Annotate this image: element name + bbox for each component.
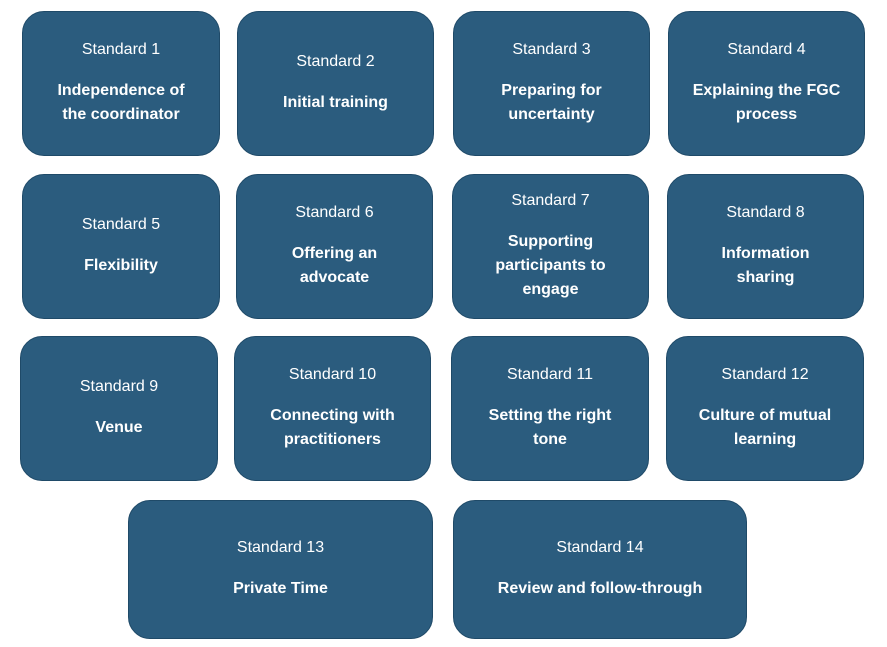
standard-card-13: Standard 13 Private Time xyxy=(128,500,433,639)
standard-title: Offering an advocate xyxy=(291,245,378,286)
standard-number: Standard 10 xyxy=(288,366,377,383)
standard-card-14: Standard 14 Review and follow-through xyxy=(453,500,747,639)
standard-card-2: Standard 2 Initial training xyxy=(237,11,434,156)
standard-title: Private Time xyxy=(233,580,328,597)
standard-card-12: Standard 12 Culture of mutual learning xyxy=(666,336,864,481)
standard-number: Standard 12 xyxy=(721,366,809,383)
standard-title: Connecting with practitioners xyxy=(270,407,395,448)
standard-title: Flexibility xyxy=(84,257,158,274)
standard-card-7: Standard 7 Supporting participants to en… xyxy=(452,174,649,319)
standard-number: Standard 4 xyxy=(727,41,806,58)
standard-title: Supporting participants to engage xyxy=(495,233,606,298)
standard-number: Standard 3 xyxy=(512,41,591,58)
standard-card-1: Standard 1 Independence of the coordinat… xyxy=(22,11,220,156)
standard-title: Explaining the FGC process xyxy=(692,82,841,123)
standard-title: Culture of mutual learning xyxy=(698,407,832,448)
standard-title: Initial training xyxy=(283,94,388,111)
standard-title: Review and follow-through xyxy=(497,580,703,597)
standard-card-5: Standard 5 Flexibility xyxy=(22,174,220,319)
standard-number: Standard 1 xyxy=(81,41,161,58)
standard-number: Standard 13 xyxy=(236,539,325,556)
standard-number: Standard 2 xyxy=(296,53,375,70)
standard-card-3: Standard 3 Preparing for uncertainty xyxy=(453,11,650,156)
standard-card-4: Standard 4 Explaining the FGC process xyxy=(668,11,865,156)
standard-number: Standard 14 xyxy=(556,539,644,556)
standard-title: Venue xyxy=(95,419,143,436)
standard-card-9: Standard 9 Venue xyxy=(20,336,218,481)
standard-card-11: Standard 11 Setting the right tone xyxy=(451,336,649,481)
standard-number: Standard 8 xyxy=(726,204,805,221)
standard-number: Standard 7 xyxy=(511,192,590,209)
standard-number: Standard 11 xyxy=(507,366,593,383)
standard-title: Information sharing xyxy=(721,245,810,286)
standard-number: Standard 9 xyxy=(79,378,159,395)
standard-number: Standard 6 xyxy=(295,204,374,221)
standard-title: Preparing for uncertainty xyxy=(501,82,602,123)
standard-card-6: Standard 6 Offering an advocate xyxy=(236,174,433,319)
standard-title: Independence of the coordinator xyxy=(57,82,185,123)
standard-number: Standard 5 xyxy=(81,216,161,233)
standard-title: Setting the right tone xyxy=(488,407,612,448)
standard-card-10: Standard 10 Connecting with practitioner… xyxy=(234,336,431,481)
standard-card-8: Standard 8 Information sharing xyxy=(667,174,864,319)
